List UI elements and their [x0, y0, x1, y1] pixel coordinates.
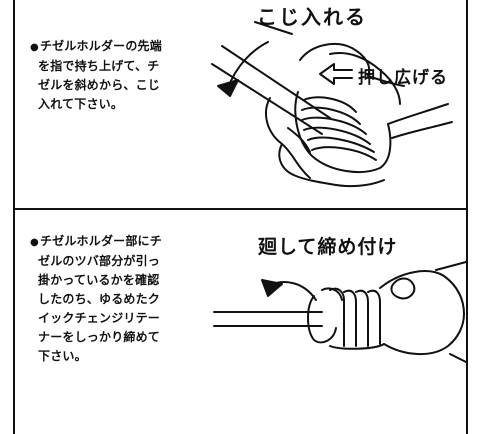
step1-line-1: チゼルホルダーの先端 — [39, 39, 162, 53]
step2-illustration — [213, 261, 467, 363]
step1-line-2: を指で持ち上げて、チ — [38, 59, 160, 73]
step1-illustration — [211, 21, 453, 188]
chisel-rod-upper-edge — [221, 45, 331, 119]
step2-line-5: イックチェンジリテー — [38, 311, 161, 325]
step1-line-3: ゼルを斜めから、こじ — [38, 78, 161, 92]
step2-line-6: ナーをしっかり締めて — [38, 330, 161, 344]
left-border — [13, 0, 15, 434]
chisel-rod-lower-edge — [211, 63, 323, 135]
step2-bullet: ● — [30, 237, 39, 248]
step1-bullet: ● — [30, 42, 39, 53]
step2-caption-tighten: 廻して締め付け — [258, 236, 398, 258]
push-arrow-icon — [319, 63, 353, 85]
rotate-arrow-head-icon — [261, 279, 283, 297]
step2-instruction: ●チゼルホルダー部にチ ゼルのツバ部分が引っ 掛かっているかを確認 したのち、ゆ… — [30, 232, 162, 366]
section-divider — [13, 208, 468, 210]
step2-line-2: ゼルのツバ部分が引っ — [38, 254, 161, 268]
spring-outline — [294, 91, 392, 173]
step1-caption-spread: 押し広げる — [358, 68, 448, 88]
step1-caption-insert: こじ入れる — [257, 5, 367, 29]
step2-line-3: 掛かっているかを確認 — [38, 273, 160, 287]
spring-coil — [329, 287, 345, 347]
step2-line-7: 下さい。 — [38, 349, 87, 363]
insert-arrow-head-icon — [217, 79, 239, 97]
step1-line-4: 入れて下さい。 — [38, 97, 124, 111]
step2-line-4: したのち、ゆるめたク — [38, 292, 161, 306]
step2-line-1: チゼルホルダー部にチ — [39, 234, 162, 248]
holder-body — [379, 270, 465, 315]
step1-instruction: ●チゼルホルダーの先端 を指で持ち上げて、チ ゼルを斜めから、こじ 入れて下さい… — [30, 37, 162, 114]
right-border — [466, 0, 468, 434]
